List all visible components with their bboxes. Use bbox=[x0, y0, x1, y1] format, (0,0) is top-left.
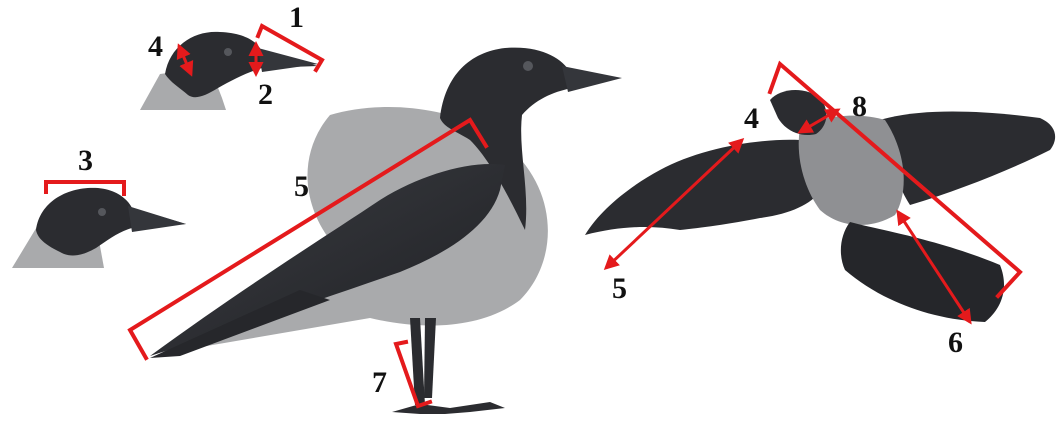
standing-bill bbox=[562, 66, 622, 92]
standing-leg-2 bbox=[424, 318, 436, 398]
label-wing-length: 5 bbox=[294, 170, 309, 203]
label-bill-length: 1 bbox=[289, 1, 304, 34]
label-head-depth: 4 bbox=[148, 30, 163, 63]
eye bbox=[224, 48, 232, 56]
label-bill-depth: 2 bbox=[258, 78, 273, 111]
flying-left-wing bbox=[585, 140, 822, 235]
label-flying-tail-length: 6 bbox=[948, 326, 963, 359]
flying-crow: 4 8 5 6 bbox=[585, 64, 1055, 359]
label-flying-head-neck: 8 bbox=[852, 90, 867, 123]
label-flying-wing-length: 5 bbox=[612, 272, 627, 305]
head-detail-profile: 1 2 4 bbox=[140, 1, 322, 111]
standing-eye bbox=[523, 61, 533, 71]
standing-feet bbox=[392, 402, 505, 414]
label-flying-head-depth: 4 bbox=[744, 102, 759, 135]
crown-bill bbox=[128, 206, 186, 232]
crown-eye bbox=[98, 208, 106, 216]
label-head-width: 3 bbox=[78, 144, 93, 177]
flying-right-wing bbox=[880, 112, 1055, 206]
label-tarsus-length: 7 bbox=[372, 366, 387, 399]
head-detail-crown: 3 bbox=[12, 144, 186, 268]
